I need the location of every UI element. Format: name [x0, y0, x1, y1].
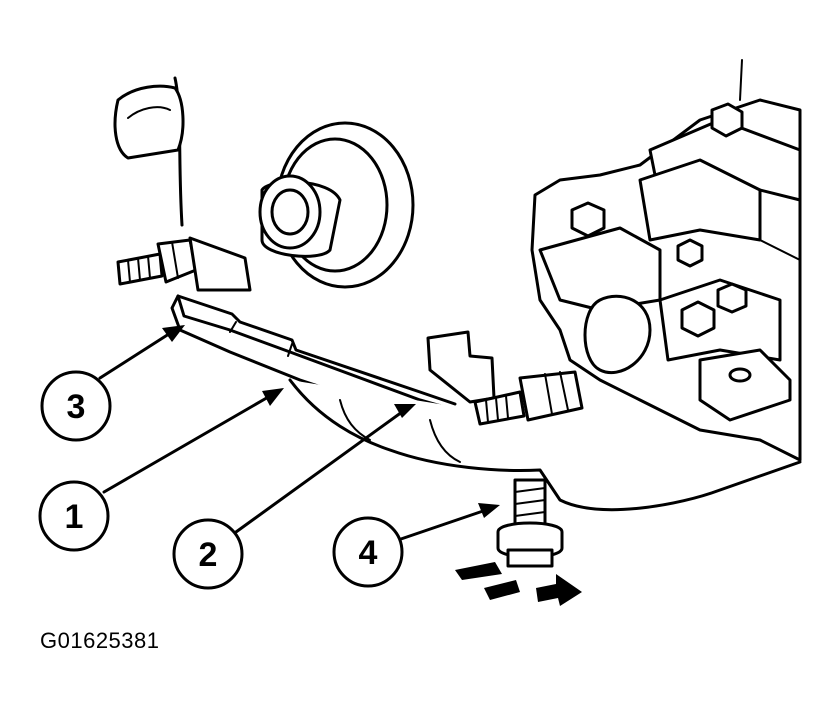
left-stud-nut	[116, 238, 198, 286]
callout-2-label: 2	[199, 536, 218, 574]
callout-2: 2	[172, 518, 244, 590]
engine-block-outline	[113, 76, 185, 227]
mount-bolts	[570, 102, 748, 338]
callout-4-label: 4	[359, 534, 378, 572]
callout-1-label: 1	[65, 498, 84, 536]
callout-leaders	[98, 325, 500, 542]
callout-3: 3	[40, 370, 112, 442]
right-mount-bracket	[426, 330, 584, 426]
oil-pan-drain-bolt	[496, 478, 564, 568]
callout-3-label: 3	[67, 388, 86, 426]
oil-pan	[288, 378, 802, 512]
figure-id: G01625381	[40, 628, 160, 653]
crankshaft-pulley	[258, 121, 415, 289]
callout-4: 4	[332, 516, 404, 588]
engine-mount-assembly	[530, 59, 802, 462]
callout-1: 1	[38, 480, 110, 552]
rotation-arrows	[455, 562, 582, 606]
